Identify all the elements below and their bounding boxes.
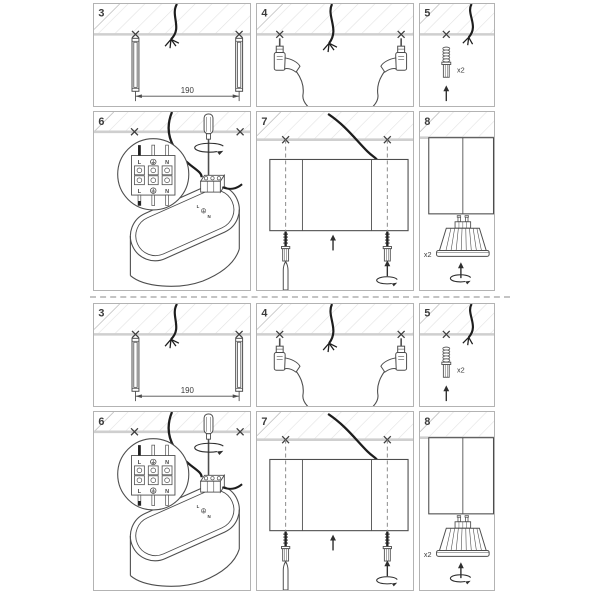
panel-4-art <box>257 304 413 406</box>
panel-5-art <box>420 4 494 101</box>
panel-4-art <box>257 4 413 106</box>
panel-6-art <box>94 412 250 586</box>
panel-5-art <box>420 304 494 401</box>
panel-step-8 <box>419 111 495 291</box>
instruction-half-bottom <box>93 303 497 591</box>
panel-step-3 <box>93 3 251 107</box>
panel-7-art <box>257 412 413 590</box>
panel-step-6 <box>93 111 251 291</box>
panel-7-art <box>257 112 413 290</box>
panel-3-art <box>94 4 250 101</box>
panel-6-art <box>94 112 250 286</box>
panel-8-art <box>420 112 494 284</box>
panel-3-art <box>94 304 250 401</box>
separator-line <box>90 296 510 298</box>
panel-8-art <box>420 412 494 584</box>
panel-step-7 <box>256 411 414 591</box>
panel-step-5 <box>419 303 495 407</box>
panel-step-6 <box>93 411 251 591</box>
panel-step-3 <box>93 303 251 407</box>
panel-step-5 <box>419 3 495 107</box>
instruction-half-top <box>93 3 497 291</box>
panel-step-4 <box>256 3 414 107</box>
panel-step-8 <box>419 411 495 591</box>
panel-step-7 <box>256 111 414 291</box>
panel-step-4 <box>256 303 414 407</box>
